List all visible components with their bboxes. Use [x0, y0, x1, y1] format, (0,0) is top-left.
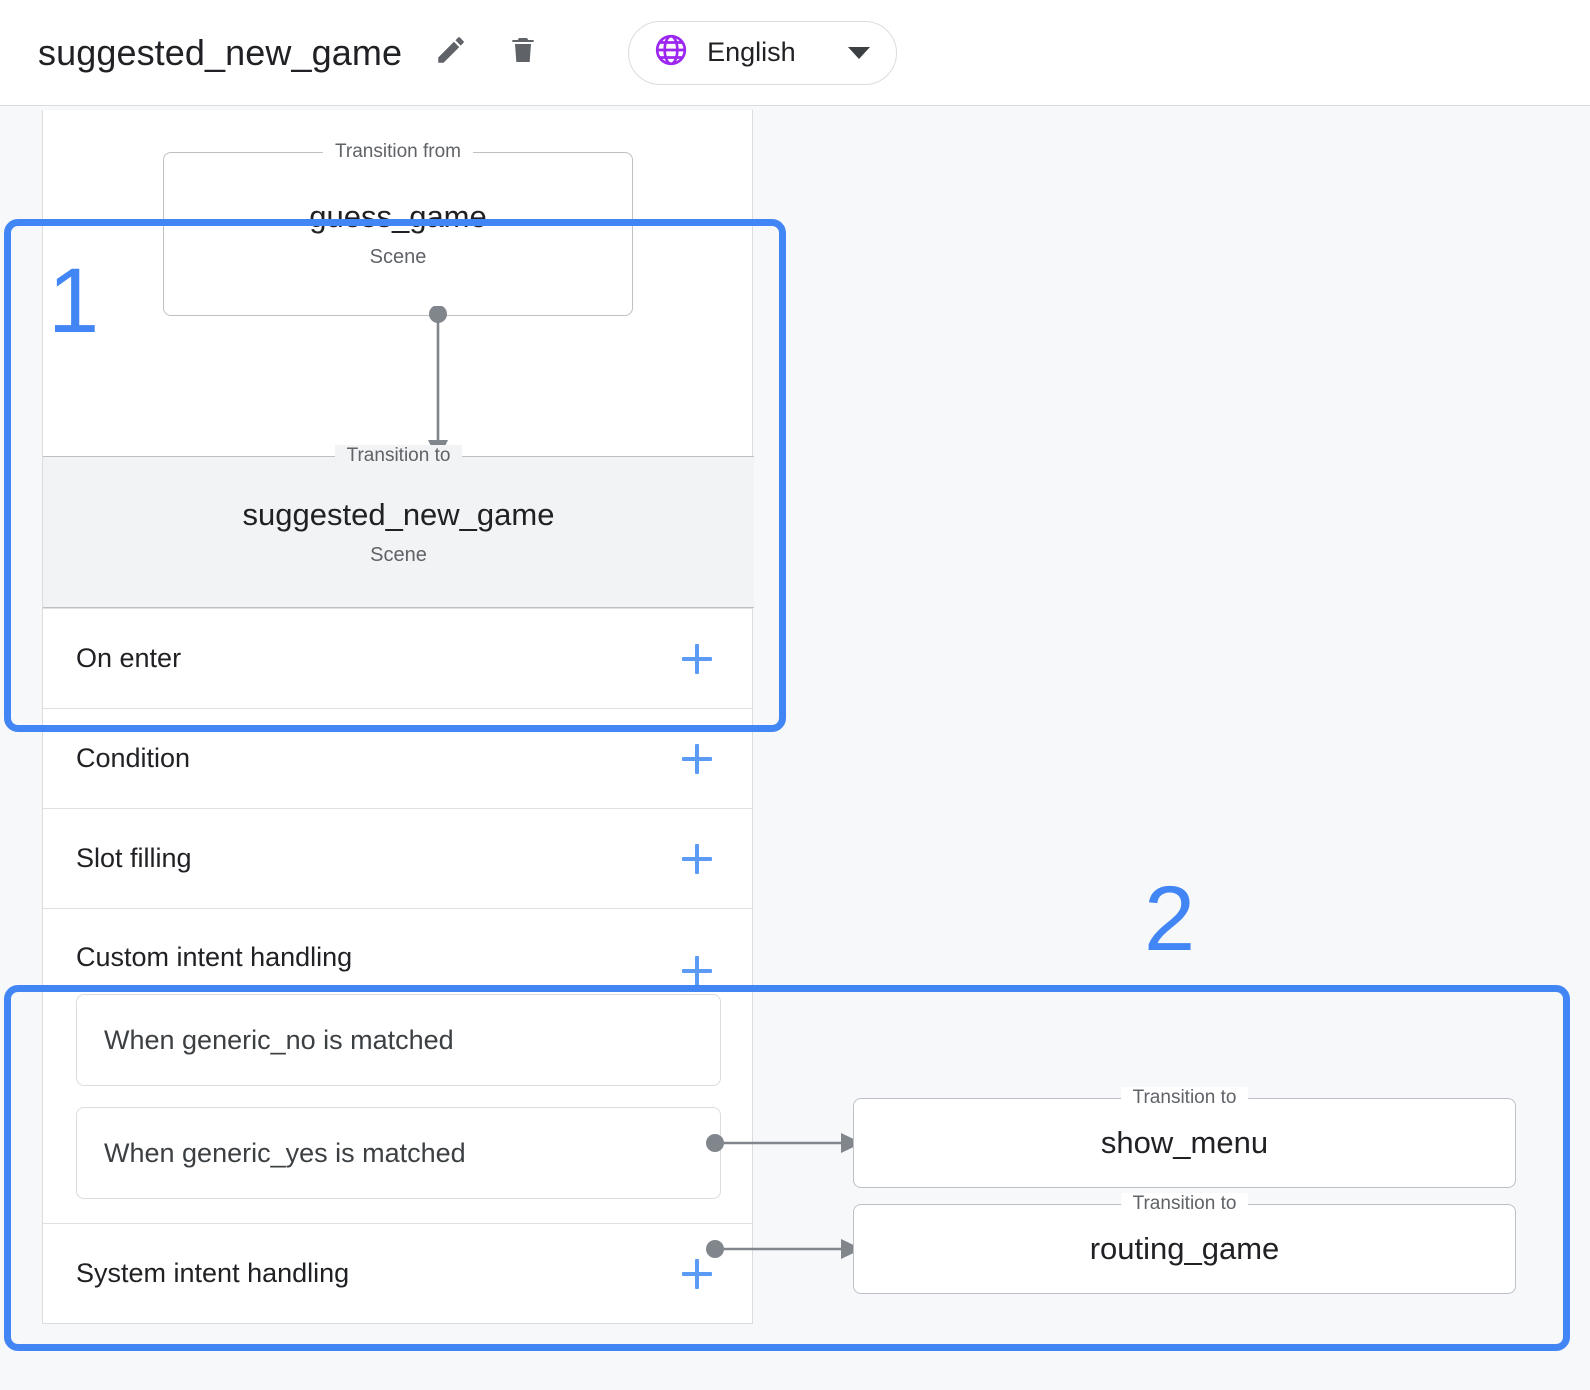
section-row-condition[interactable]: Condition — [43, 708, 752, 808]
section-label: On enter — [76, 643, 182, 673]
add-system-intent-button[interactable] — [682, 1258, 712, 1289]
transition-from-subtitle: Scene — [369, 246, 427, 268]
transition-to-name: routing_game — [1089, 1231, 1280, 1266]
section-label: Condition — [76, 743, 191, 773]
intent-transition-to-card[interactable]: Transition to routing_game — [853, 1193, 1516, 1294]
transition-to-legend: Transition to — [334, 445, 463, 467]
transition-to-card[interactable]: Transition to suggested_new_game Scene — [43, 445, 754, 608]
section-label: Slot filling — [76, 843, 192, 873]
page-title: suggested_new_game — [38, 31, 403, 73]
add-on-enter-button[interactable] — [682, 643, 712, 674]
scene-editor-panel: Transition from guess_game Scene Transit… — [42, 110, 754, 1324]
app-header: suggested_new_game English — [0, 0, 1590, 106]
add-condition-button[interactable] — [682, 743, 712, 774]
add-custom-intent-button[interactable] — [682, 956, 712, 986]
globe-icon — [653, 32, 689, 73]
connector-line — [706, 1239, 862, 1259]
section-label: Custom intent handling — [76, 942, 353, 972]
trash-icon — [507, 33, 539, 72]
section-row-slot-filling[interactable]: Slot filling — [43, 808, 752, 908]
language-selector[interactable]: English — [628, 20, 897, 85]
annotation-number-2: 2 — [1144, 868, 1196, 970]
chevron-down-icon[interactable] — [847, 46, 870, 59]
section-row-custom-intent-handling: Custom intent handling When generic_no i… — [43, 908, 752, 1223]
intent-transition-to-card[interactable]: Transition to show_menu — [853, 1087, 1516, 1188]
section-row-on-enter[interactable]: On enter — [43, 608, 752, 708]
transition-to-legend: Transition to — [1120, 1193, 1249, 1215]
delete-scene-button[interactable] — [500, 30, 546, 76]
scene-canvas: Transition from guess_game Scene Transit… — [0, 107, 1590, 1390]
section-row-system-intent-handling[interactable]: System intent handling — [43, 1223, 752, 1323]
connector-line — [706, 1133, 862, 1153]
transition-to-subtitle: Scene — [370, 544, 427, 566]
intent-handler-row[interactable]: When generic_yes is matched — [76, 1107, 721, 1199]
intent-handler-row[interactable]: When generic_no is matched — [76, 994, 721, 1086]
flow-arrow-down-icon — [428, 306, 448, 461]
add-slot-filling-button[interactable] — [682, 843, 712, 874]
pencil-icon — [434, 33, 468, 72]
transition-from-legend: Transition from — [323, 141, 473, 163]
annotation-number-1: 1 — [48, 250, 100, 352]
transition-from-name: guess_game — [309, 199, 487, 234]
edit-scene-button[interactable] — [428, 30, 474, 76]
transition-to-legend: Transition to — [1120, 1087, 1249, 1109]
transition-to-name: show_menu — [1100, 1125, 1269, 1160]
language-label: English — [707, 37, 796, 67]
transition-from-card[interactable]: Transition from guess_game Scene — [163, 141, 633, 316]
transition-to-name: suggested_new_game — [242, 497, 555, 532]
section-label: System intent handling — [76, 1258, 350, 1288]
